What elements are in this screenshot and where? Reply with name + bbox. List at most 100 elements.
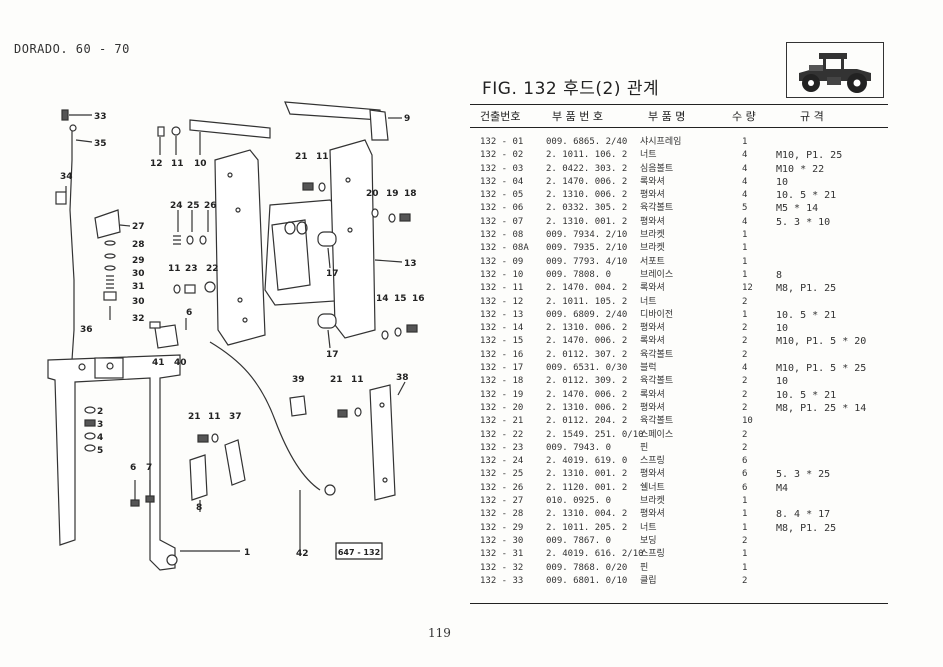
part-qty: 6	[742, 469, 748, 480]
part-code: 132 - 20	[480, 402, 524, 413]
part-code: 132 - 33	[480, 575, 524, 586]
part-qty: 2	[742, 323, 748, 334]
callout: 21	[330, 375, 343, 385]
part-name: 평와셔	[640, 509, 665, 520]
callout: 11	[351, 375, 364, 385]
part-code: 132 - 07	[480, 216, 524, 227]
part-spec: M8, P1. 25	[776, 522, 837, 534]
callout: 38	[396, 373, 409, 383]
callout: 8	[196, 503, 202, 513]
part-name: 브라켓	[640, 230, 665, 241]
callout: 30	[132, 269, 145, 279]
part-qty: 4	[742, 176, 748, 187]
part-qty: 2	[742, 349, 748, 360]
part-name: 평와셔	[640, 190, 665, 201]
callout: 41	[152, 358, 165, 368]
part-42-cable	[209, 341, 321, 491]
table-bottom-rule	[470, 603, 888, 604]
part-name: 평와셔	[640, 402, 665, 413]
part-code: 132 - 15	[480, 336, 524, 347]
model-header: DORADO. 60 - 70	[14, 42, 130, 56]
part-qty: 1	[742, 509, 748, 520]
part-qty: 10	[742, 416, 753, 427]
figure-ref-box	[335, 542, 383, 560]
part-code: 132 - 28	[480, 509, 524, 520]
part-qty: 6	[742, 482, 748, 493]
part-spec: 10	[776, 323, 789, 335]
part-name: 평와셔	[640, 469, 665, 480]
part-code: 132 - 26	[480, 482, 524, 493]
part-name: 평와셔	[640, 323, 665, 334]
part-code: 132 - 03	[480, 163, 524, 174]
part-name: 록와셔	[640, 176, 665, 187]
callout: 42	[296, 549, 309, 559]
callout: 2	[97, 407, 103, 417]
callout-labels: 33 35 34 12 11 10 21 11 9 20 19 18 24 25…	[60, 112, 425, 559]
page-number: 119	[428, 626, 451, 640]
part-code: 132 - 31	[480, 549, 524, 560]
part-qty: 2	[742, 336, 748, 347]
part-spec: 5. 3 * 25	[776, 469, 831, 481]
part-38-bracket	[369, 384, 396, 501]
part-name: 클립	[640, 575, 657, 586]
tractor-icon-graphic	[799, 53, 871, 93]
callout: 25	[187, 201, 200, 211]
header-code: 건출번호	[480, 110, 521, 123]
part-33-bolt	[61, 109, 92, 121]
part-spec: M10 * 22	[776, 163, 825, 175]
callout: 40	[174, 358, 187, 368]
callout: 3	[97, 420, 103, 430]
callout: 6	[130, 463, 136, 473]
parts-diagram-svg: 647 - 132 33 35 34 12 11 10 21 11 9 20 1…	[47, 101, 425, 571]
callout: 7	[146, 463, 152, 473]
part-code: 132 - 18	[480, 376, 524, 387]
callout: 11	[316, 152, 329, 162]
part-qty: 2	[742, 402, 748, 413]
part-name: 서포트	[640, 256, 665, 267]
part-spec: 10. 5 * 21	[776, 309, 837, 321]
callout: 5	[97, 446, 103, 456]
part-number: 009. 6809. 2/40	[546, 309, 628, 320]
part-name: 너트	[640, 522, 657, 533]
part-qty: 1	[742, 522, 748, 533]
part-number: 2. 1310. 006. 2	[546, 323, 628, 334]
part-qty: 2	[742, 429, 748, 440]
part-number: 2. 0112. 204. 2	[546, 416, 628, 427]
callout: 28	[132, 240, 145, 250]
part-code: 132 - 11	[480, 283, 524, 294]
tractor-icon	[786, 42, 884, 98]
part-qty: 1	[742, 230, 748, 241]
part-code: 132 - 27	[480, 496, 524, 507]
callout: 15	[394, 294, 407, 304]
part-number: 009. 7808. 0	[546, 269, 612, 280]
part-13-division-panel	[214, 149, 266, 346]
part-number: 2. 1310. 006. 2	[546, 402, 628, 413]
part-qty: 4	[742, 190, 748, 201]
part-17-block-lower	[317, 313, 337, 329]
part-qty: 4	[742, 363, 748, 374]
part-name: 심음볼트	[640, 163, 674, 174]
part-17-block	[317, 231, 337, 247]
part-spec: 8. 4 * 17	[776, 509, 831, 521]
part-spec: M10, P1. 5 * 20	[776, 336, 867, 348]
callout: 32	[132, 314, 145, 324]
part-name: 브라켓	[640, 243, 665, 254]
part-name: 핀	[640, 442, 649, 453]
part-qty: 2	[742, 575, 748, 586]
part-number: 2. 1310. 006. 2	[546, 190, 628, 201]
callout: 34	[60, 172, 73, 182]
